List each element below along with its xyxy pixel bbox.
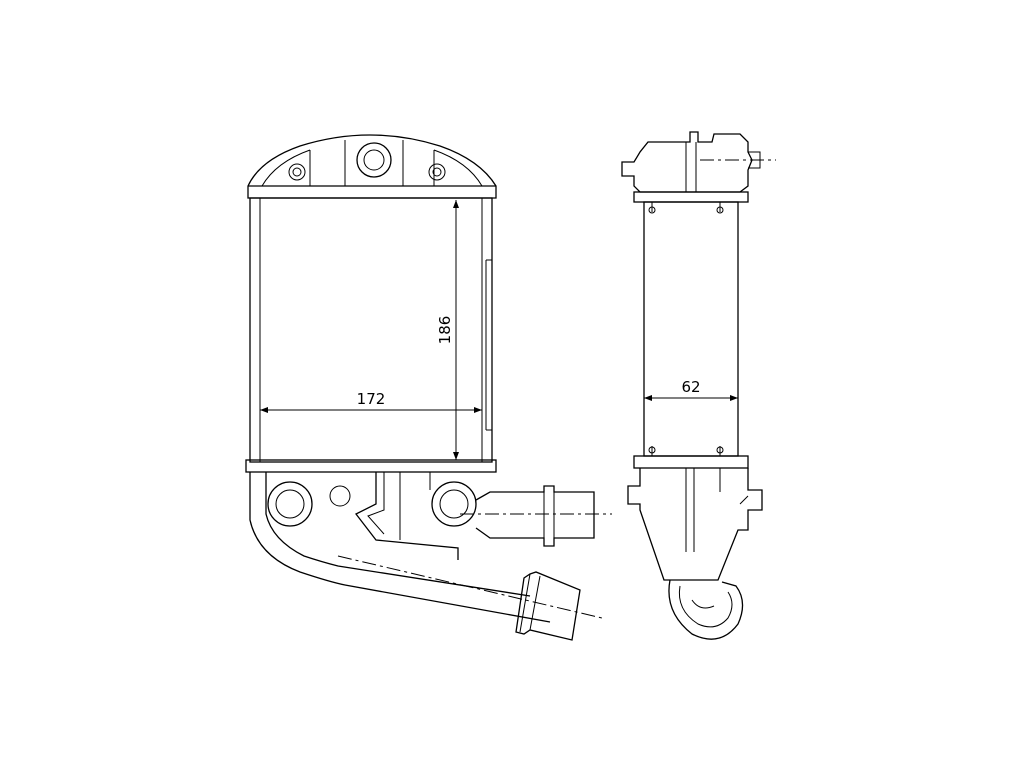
dimension-height: 186 xyxy=(436,200,459,460)
width-label: 172 xyxy=(357,390,386,408)
depth-label: 62 xyxy=(681,378,700,396)
side-bottom-tank xyxy=(627,446,763,581)
side-outlet-elbow xyxy=(668,579,744,640)
dimension-width: 172 xyxy=(260,390,482,413)
height-label: 186 xyxy=(436,316,454,345)
small-hole xyxy=(329,485,351,507)
top-tank xyxy=(247,134,497,199)
mount-hole-bottom-left xyxy=(267,481,313,527)
outlet-pipe-lower xyxy=(337,555,603,641)
outlet-pipe-upper xyxy=(460,485,612,547)
mount-hole-top xyxy=(356,142,392,178)
front-view: 172 186 xyxy=(245,134,612,641)
side-top-tank xyxy=(621,131,776,214)
side-view: 62 xyxy=(621,131,776,640)
core xyxy=(249,197,493,463)
bottom-tank xyxy=(245,459,551,623)
bolt-left xyxy=(288,163,306,181)
bolt-right xyxy=(428,163,446,181)
side-core xyxy=(643,201,739,457)
dimension-depth: 62 xyxy=(644,378,738,401)
mount-hole-bottom-right xyxy=(431,481,477,527)
